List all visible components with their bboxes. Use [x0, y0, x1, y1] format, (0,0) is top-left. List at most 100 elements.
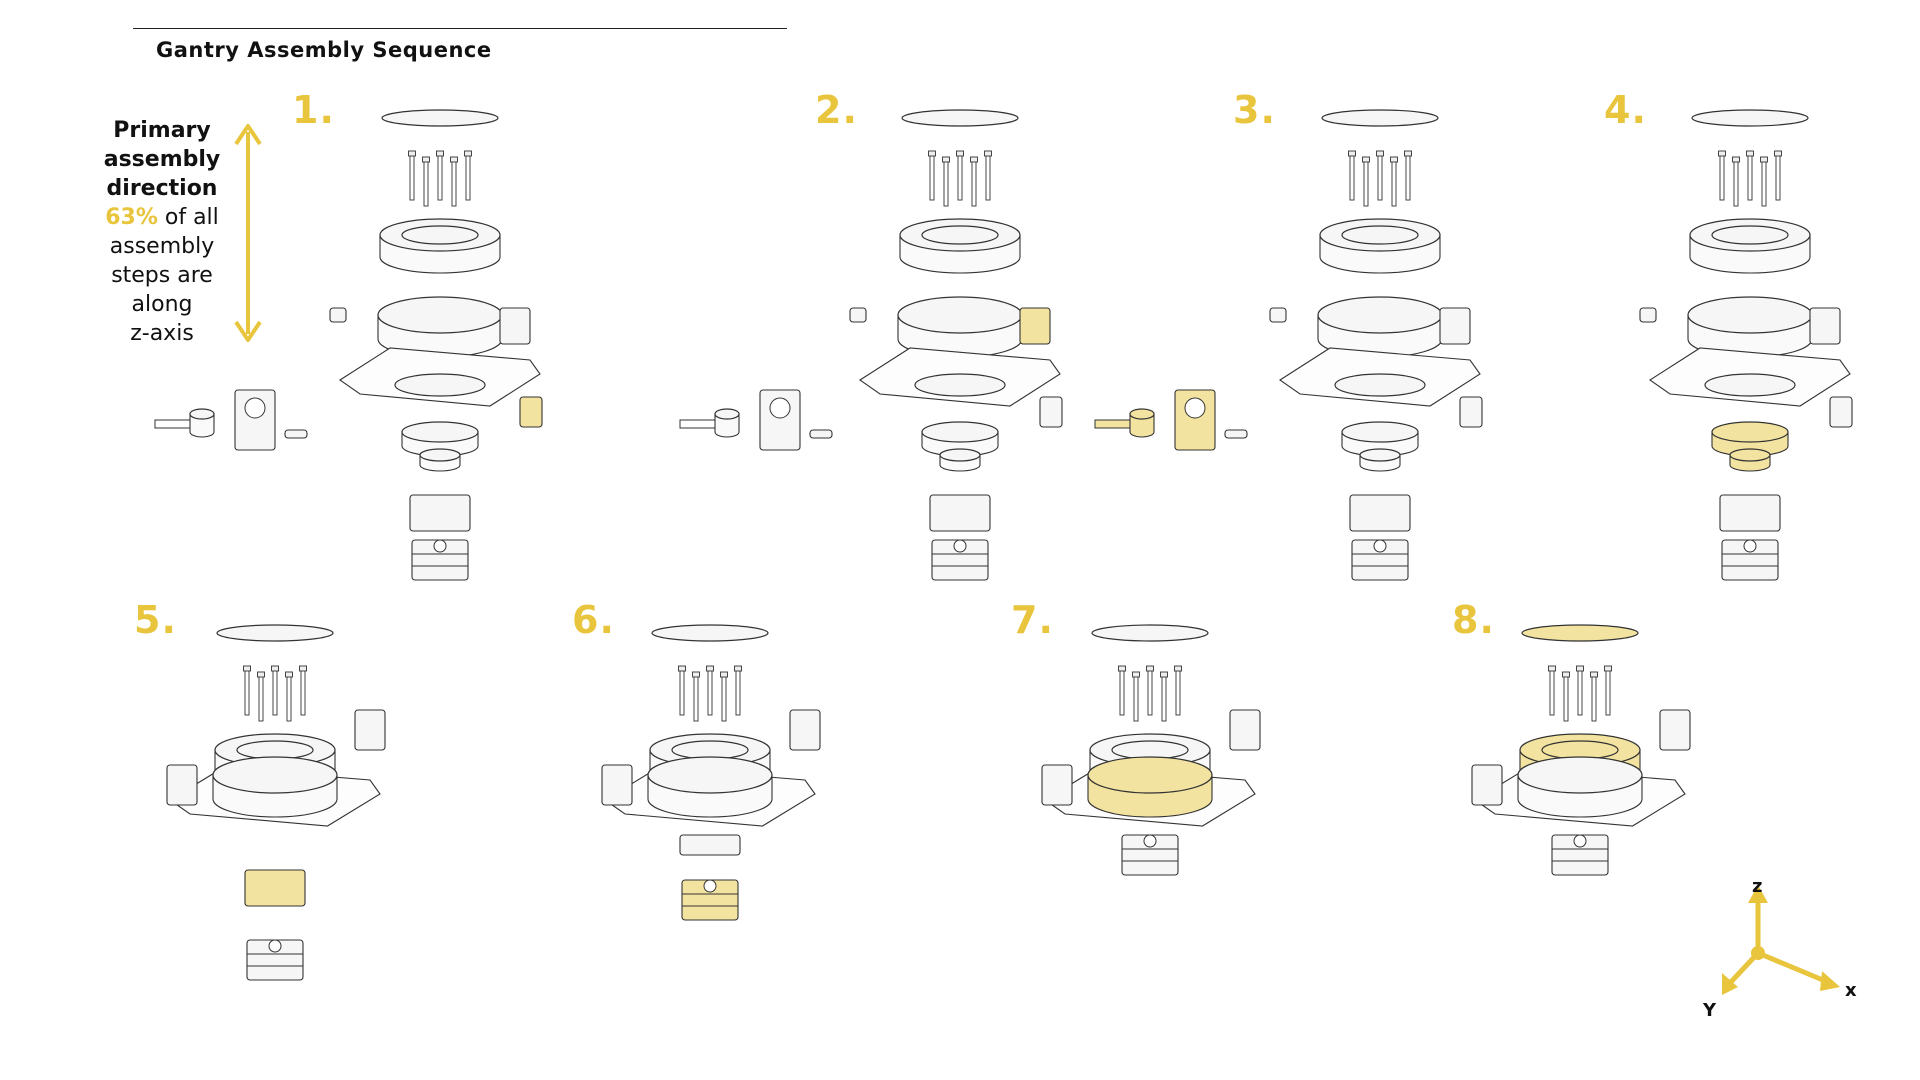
cap-screw-head	[285, 671, 293, 678]
cap-screw	[300, 669, 306, 716]
small-screw	[1269, 307, 1287, 323]
lid-disc	[1521, 624, 1639, 642]
shaft-collar-top	[1129, 408, 1155, 420]
cap-screw	[693, 675, 699, 722]
bearing-ring-top	[1087, 756, 1213, 794]
bearing-ring-top	[212, 756, 338, 794]
cap-screw-head	[1362, 156, 1370, 163]
cap-screw	[286, 675, 292, 722]
cap-screw-head	[257, 671, 265, 678]
cap-screw-head	[1718, 150, 1726, 157]
cap-screw-head	[734, 665, 742, 672]
exploded-assembly-step-3	[1269, 109, 1483, 581]
lid-disc	[381, 109, 499, 127]
shaft-collar-top	[189, 408, 215, 420]
cap-screw	[1363, 160, 1369, 207]
cap-screw-head	[1118, 665, 1126, 672]
shaft-collar-side	[189, 413, 215, 438]
z-axis-label: z	[1752, 876, 1763, 897]
cap-screw	[929, 154, 935, 201]
cap-screw-head	[1174, 665, 1182, 672]
cap-screw	[1147, 669, 1153, 716]
cap-screw	[1747, 154, 1753, 201]
legend-percent: 63%	[105, 205, 158, 230]
step-number-3: 3.	[1233, 88, 1276, 132]
cap-screw-head	[1404, 150, 1412, 157]
step-number-8: 8.	[1452, 598, 1495, 642]
cap-screw-head	[464, 150, 472, 157]
assembly-direction-legend: Primary assembly direction 63% of all as…	[92, 116, 232, 348]
cap-screw-head	[1774, 150, 1782, 157]
flange-bore	[671, 740, 749, 760]
exploded-assembly-step-1	[329, 109, 543, 581]
stepper-motor-shaft	[953, 539, 967, 553]
lid-disc	[1321, 109, 1439, 127]
side-block	[1019, 307, 1051, 345]
cap-screw-head	[984, 150, 992, 157]
step-number-7: 7.	[1011, 598, 1054, 642]
small-clip	[284, 429, 308, 439]
cap-screw	[679, 669, 685, 716]
cap-screw-head	[243, 665, 251, 672]
bearing-ring-top	[897, 296, 1023, 334]
stepper-motor-shaft	[1573, 834, 1587, 848]
plate-bore	[914, 373, 1006, 397]
exploded-assembly-step-6	[601, 624, 821, 921]
cap-screw	[1377, 154, 1383, 201]
small-clip	[1224, 429, 1248, 439]
stepper-motor-shaft	[268, 939, 282, 953]
cap-screw-head	[1732, 156, 1740, 163]
stepper-motor-shaft	[703, 879, 717, 893]
cap-screw-head	[1146, 665, 1154, 672]
cap-screw	[409, 154, 415, 201]
cap-screw	[971, 160, 977, 207]
cap-screw	[1563, 675, 1569, 722]
exploded-assembly-step-5	[166, 624, 386, 981]
cap-screw-head	[956, 150, 964, 157]
page-title: Gantry Assembly Sequence	[156, 38, 492, 62]
cap-screw	[943, 160, 949, 207]
flange-bore	[1111, 740, 1189, 760]
legend-line-6: steps are	[111, 263, 213, 288]
exploded-assembly-step-7	[1041, 624, 1261, 876]
step-number-5: 5.	[134, 598, 177, 642]
cap-screw-head	[271, 665, 279, 672]
cap-screw-head	[1562, 671, 1570, 678]
exploded-assembly-step-2	[849, 109, 1063, 581]
z-axis-double-arrow-icon	[234, 124, 262, 342]
stepper-motor-shaft	[433, 539, 447, 553]
step-number-6: 6.	[572, 598, 615, 642]
cap-screw	[1733, 160, 1739, 207]
plate-bore	[1334, 373, 1426, 397]
cap-screw-head	[1376, 150, 1384, 157]
plate-bore	[394, 373, 486, 397]
flange-bore	[401, 225, 479, 245]
x-axis-label: x	[1845, 980, 1857, 1001]
legend-line-5: assembly	[109, 234, 215, 259]
side-block	[499, 307, 531, 345]
cap-screw-head	[942, 156, 950, 163]
cap-screw	[735, 669, 741, 716]
cap-screw	[465, 154, 471, 201]
shaft-block-left	[166, 764, 198, 806]
bracket	[1039, 396, 1063, 428]
bracket	[519, 396, 543, 428]
legend-line-2: assembly	[103, 147, 221, 172]
lid-disc	[216, 624, 334, 642]
motor-mount	[1349, 494, 1411, 532]
flange-bore	[1341, 225, 1419, 245]
cap-screw-head	[450, 156, 458, 163]
shaft-block-right	[1659, 709, 1691, 751]
cap-screw-head	[1746, 150, 1754, 157]
step-number-1: 1.	[292, 88, 335, 132]
cap-screw-head	[970, 156, 978, 163]
side-parts-step-3	[1094, 389, 1248, 451]
cap-screw	[1391, 160, 1397, 207]
cap-screw	[1591, 675, 1597, 722]
cap-screw	[1549, 669, 1555, 716]
legend-percent-suffix: of all	[157, 205, 219, 230]
bracket	[1829, 396, 1853, 428]
motor-mount	[679, 834, 741, 856]
cap-screw	[258, 675, 264, 722]
cap-screw	[244, 669, 250, 716]
